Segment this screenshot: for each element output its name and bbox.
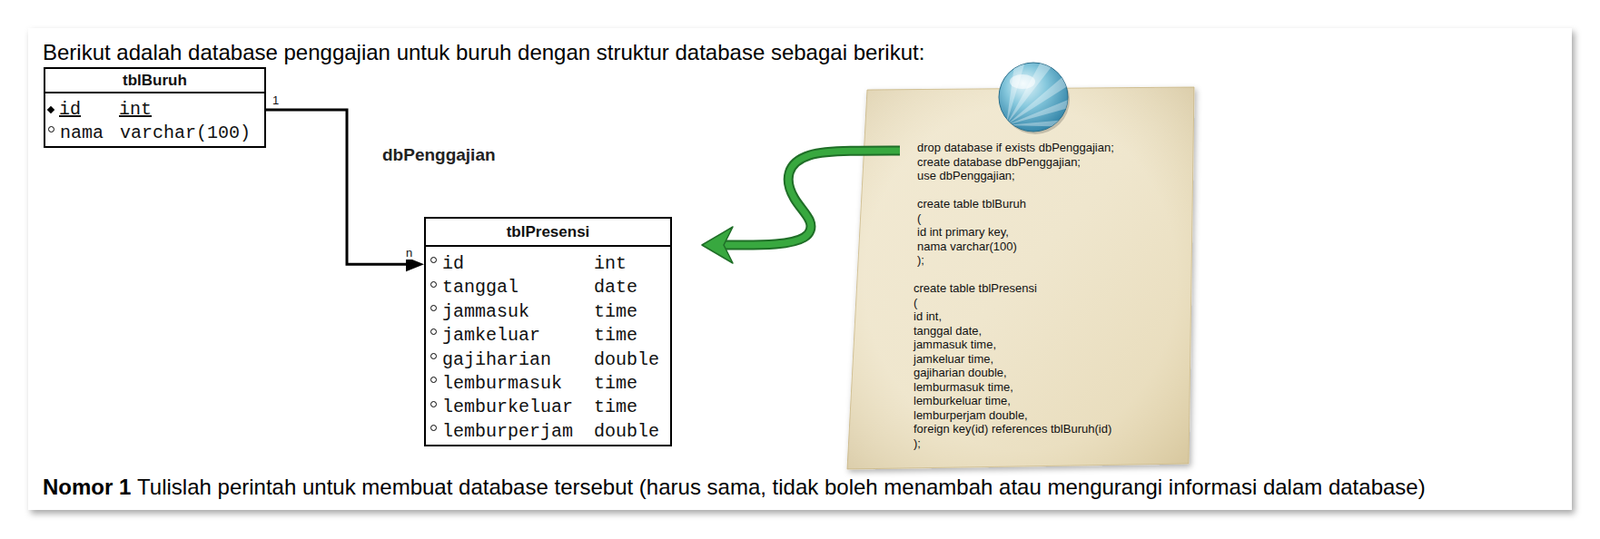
sql-line: tanggal date,	[847, 324, 1195, 339]
label-holder: dbPenggajian	[382, 145, 496, 166]
table-row: idint	[45, 98, 265, 122]
sql-line: jamkeluar time,	[847, 352, 1195, 367]
relation-arrow	[266, 109, 408, 265]
sql-line: foreign key(id) references tblBuruh(id)	[847, 422, 1195, 437]
column-name: tanggal	[442, 276, 594, 300]
column-type: date	[593, 276, 638, 300]
sql-line: id int,	[847, 309, 1195, 325]
column-type: varchar(100)	[119, 121, 251, 146]
table-row: jammasuktime	[425, 300, 671, 325]
sql-line: nama varchar(100)	[847, 239, 1195, 255]
table-row: lemburperjamdouble	[425, 420, 671, 445]
sql-line: lemburkeluar time,	[847, 394, 1195, 409]
sql-line: lemburperjam double,	[847, 408, 1195, 424]
callout-arrow	[721, 150, 900, 246]
table-row: tanggaldate	[425, 276, 671, 300]
column-name: nama	[59, 121, 120, 146]
column-type: int	[593, 252, 627, 277]
sql-line: (	[847, 211, 1195, 227]
sql-line: lemburmasuk time,	[847, 380, 1195, 396]
table-row: lemburmasuktime	[425, 372, 671, 396]
sql-line: gajiharian double,	[847, 365, 1195, 381]
column-type: time	[593, 324, 638, 348]
column-marker	[430, 376, 437, 384]
sql-line: jammasuk time,	[847, 337, 1195, 353]
column-name: jamkeluar	[442, 324, 594, 348]
column-type: time	[593, 372, 638, 396]
note-paper-shape	[847, 87, 1195, 470]
column-name: lemburmasuk	[442, 372, 594, 396]
column-type: double	[593, 420, 660, 445]
sql-line: );	[847, 253, 1195, 268]
sql-line: drop database if exists dbPenggajian;	[847, 140, 1195, 156]
column-name: lemburkeluar	[442, 395, 594, 420]
table-box: tblPresensiidinttanggaldatejammasuktimej…	[424, 217, 672, 447]
column-marker	[430, 328, 437, 336]
sql-line: id int primary key,	[847, 225, 1195, 240]
column-type: time	[593, 395, 638, 420]
column-marker	[430, 424, 437, 432]
heading: Berikut adalah database penggajian untuk…	[42, 39, 925, 65]
arrow-outline	[721, 150, 900, 246]
table-row: gajihariandouble	[425, 348, 671, 373]
sql-line: );	[847, 436, 1195, 452]
column-name: id	[442, 252, 594, 277]
column-type: int	[118, 98, 152, 122]
table-row: jamkeluartime	[425, 324, 671, 348]
table-row: idint	[425, 252, 671, 277]
sql-line: create database dbPenggajian;	[847, 155, 1195, 170]
column-name: id	[59, 98, 119, 122]
note-paper: drop database if exists dbPenggajian;cre…	[847, 87, 1195, 470]
caption: Tulislah perintah untuk membuat database…	[137, 474, 1426, 500]
sql-line: create table tblPresensi	[847, 281, 1195, 297]
column-marker	[48, 126, 55, 133]
column-marker	[430, 281, 437, 288]
column-type: double	[593, 348, 660, 373]
pin-head	[998, 43, 1092, 135]
sql-line: use dbPenggajian;	[847, 168, 1195, 184]
table-header: tblBuruh	[45, 69, 265, 94]
sql-line: (	[847, 296, 1195, 311]
column-marker	[430, 256, 437, 264]
note-paper-shade	[847, 87, 1195, 470]
column-name: lemburperjam	[442, 420, 594, 445]
column-marker	[430, 353, 437, 360]
table-box: tblBuruhidintnamavarchar(100)	[43, 67, 267, 149]
column-marker	[430, 401, 437, 408]
key-marker	[47, 106, 55, 114]
table-name: tblBuruh	[122, 71, 188, 89]
question-number: Nomor 1	[42, 474, 131, 500]
heading-holder: Berikut adalah database penggajian untuk…	[42, 39, 925, 66]
table-row: namavarchar(100)	[45, 121, 265, 146]
sql-line: create table tblBuruh	[847, 197, 1195, 212]
column-marker	[430, 305, 437, 312]
table-name: tblPresensi	[506, 223, 591, 241]
database-name: dbPenggajian	[382, 145, 496, 165]
table-header: tblPresensi	[425, 218, 671, 247]
table-row: lemburkeluartime	[425, 395, 671, 420]
label-holder: 1	[271, 91, 280, 109]
column-name: gajiharian	[442, 348, 594, 373]
cardinality: 1	[271, 93, 280, 108]
label-holder: n	[404, 244, 414, 261]
caption-holder: Nomor 1Tulislah perintah untuk membuat d…	[42, 474, 1426, 501]
cardinality: n	[404, 246, 414, 260]
column-name: jammasuk	[442, 300, 594, 325]
column-type: time	[593, 300, 638, 325]
